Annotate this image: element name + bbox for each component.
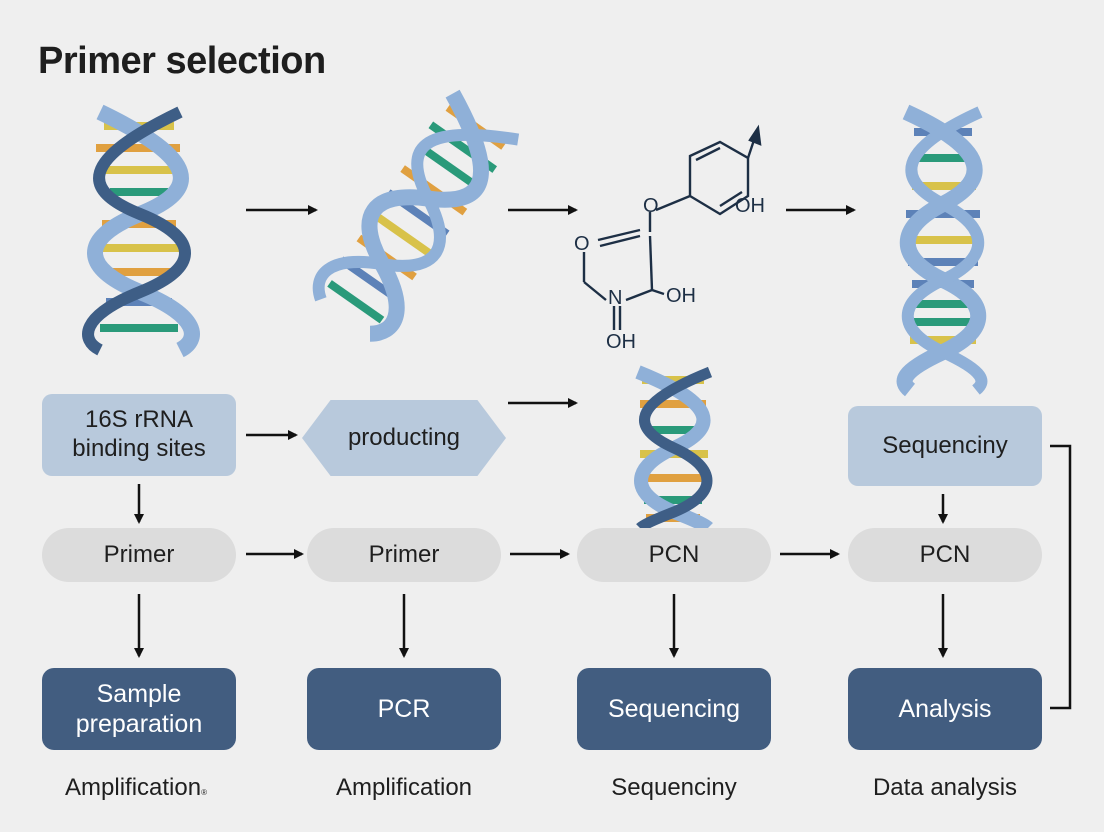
page-title: Primer selection — [38, 40, 326, 82]
dna-helix-icon — [896, 104, 988, 397]
pcn-pill-1-label: PCN — [648, 540, 700, 568]
stage-label-data-analysis: Data analysis — [872, 774, 1018, 801]
dna-helix-icon — [634, 365, 713, 534]
pcr-box: PCR — [307, 668, 501, 750]
atom-o-carbonyl: O — [643, 195, 659, 217]
pcn-pill-2-label: PCN — [919, 540, 971, 568]
primer-pill-1: Primer — [42, 528, 236, 582]
stage-label-mark: ® — [201, 788, 207, 797]
stage-label-sequenciny: Sequenciny — [611, 774, 737, 801]
analysis-label: Analysis — [898, 695, 992, 723]
pcn-pill-1: PCN — [577, 528, 771, 582]
feedback-connector — [1050, 444, 1072, 710]
molecule-structure-icon — [582, 124, 762, 330]
sequenciny-box: Sequenciny — [848, 406, 1042, 486]
arrow-right-icon — [246, 205, 856, 440]
sequencing-label: Sequencing — [607, 695, 741, 723]
sample-preparation-box: Sample preparation — [42, 668, 236, 750]
dna-helix-icon — [312, 89, 520, 342]
dna-helix-icon — [82, 104, 200, 358]
sample-preparation-label: Sample preparation — [75, 680, 203, 738]
producting-label: producting — [347, 423, 461, 451]
stage-label-amplification-1: Amplification® — [16, 774, 256, 802]
binding-sites-box: 16S rRNA binding sites — [42, 394, 236, 476]
atom-n: N — [608, 287, 622, 309]
atom-oh-n: OH — [606, 331, 636, 353]
binding-sites-label: 16S rRNA binding sites — [72, 406, 206, 462]
primer-pill-1-label: Primer — [103, 540, 175, 568]
primer-pill-2-label: Primer — [368, 540, 440, 568]
atom-oh-phenol: OH — [735, 195, 765, 217]
stage-label-amplification-2: Amplification — [335, 774, 473, 801]
analysis-box: Analysis — [848, 668, 1042, 750]
sequencing-box: Sequencing — [577, 668, 771, 750]
producting-box: producting — [302, 400, 506, 476]
pcn-pill-2: PCN — [848, 528, 1042, 582]
stage-label-amplification-1-text: Amplification — [65, 774, 202, 801]
primer-pill-2: Primer — [307, 528, 501, 582]
atom-o-ring: O — [574, 233, 590, 255]
atom-oh-ring: OH — [666, 285, 696, 307]
sequenciny-box-label: Sequenciny — [882, 431, 1008, 459]
arrow-down-icon — [134, 484, 948, 658]
pcr-label: PCR — [377, 695, 431, 723]
